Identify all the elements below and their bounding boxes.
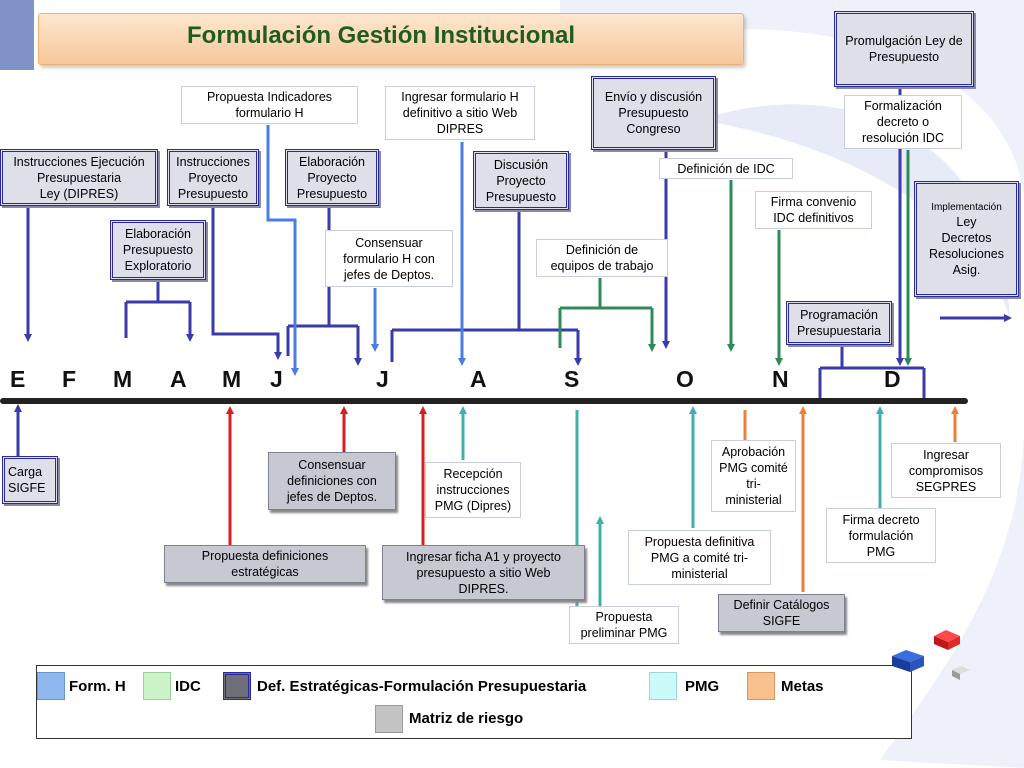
box-definir-catalogos: Definir Catálogos SIGFE xyxy=(718,594,845,632)
box-ingresar-ficha: Ingresar ficha A1 y proyecto presupuesto… xyxy=(382,545,585,600)
month-10: O xyxy=(676,366,694,392)
box-recepcion: Recepción instrucciones PMG (Dipres) xyxy=(425,462,521,518)
month-6: J xyxy=(270,366,283,392)
month-7: J xyxy=(376,366,389,392)
decorative-gems xyxy=(892,630,970,680)
box-firma-decreto: Firma decreto formulación PMG xyxy=(826,508,936,563)
box-discusion-proyecto: Discusión Proyecto Presupuesto xyxy=(473,151,569,210)
box-ingresar-compromisos: Ingresar compromisos SEGPRES xyxy=(891,443,1001,498)
timeline-axis xyxy=(0,398,968,404)
box-propuesta-indicadores: Propuesta Indicadores formulario H xyxy=(181,86,358,124)
box-ingresar-formulario: Ingresar formulario H definitivo a sitio… xyxy=(385,86,535,140)
legend-swatch-pmg xyxy=(649,672,677,700)
box-instrucciones-proyecto: Instrucciones Proyecto Presupuesto xyxy=(167,149,259,206)
arrow-instrucciones-proyecto xyxy=(211,206,282,360)
box-aprobacion: Aprobación PMG comité tri- ministerial xyxy=(711,440,796,512)
legend-label-matriz: Matriz de riesgo xyxy=(409,710,524,727)
arrow-definicion-equipos xyxy=(558,278,652,348)
box-propuesta-estrategicas: Propuesta definiciones estratégicas xyxy=(164,545,366,583)
box-firma-convenio: Firma convenio IDC definitivos xyxy=(755,191,872,229)
box-consensuar-definiciones: Consensuar definiciones con jefes de Dep… xyxy=(268,452,396,510)
box-propuesta-preliminar: Propuesta preliminar PMG xyxy=(569,606,679,644)
month-8: A xyxy=(470,366,487,392)
box-formalizacion: Formalización decreto o resolución IDC xyxy=(844,95,962,149)
month-4: A xyxy=(170,366,187,392)
month-1: E xyxy=(10,366,26,392)
month-3: M xyxy=(113,366,133,392)
legend-label-metas: Metas xyxy=(781,678,824,695)
implementacion-label: Ley Decretos Resoluciones Asig. xyxy=(928,214,1005,277)
legend-swatch-matriz xyxy=(375,705,403,733)
box-carga-sigfe: Carga SIGFE xyxy=(2,456,58,504)
box-envio-discusion: Envío y discusión Presupuesto Congreso xyxy=(591,76,716,150)
legend-label-pmg: PMG xyxy=(685,678,720,695)
box-elaboracion-exploratorio: Elaboración Presupuesto Exploratorio xyxy=(110,220,206,280)
implementacion-small-label: Implementación xyxy=(931,201,1002,213)
title-banner: Formulación Gestión Institucional xyxy=(38,13,744,65)
arrow-aprobacion xyxy=(743,410,803,592)
box-consensuar-formulario: Consensuar formulario H con jefes de Dep… xyxy=(325,230,453,287)
left-accent-bar xyxy=(0,0,34,70)
box-promulgacion: Promulgación Ley de Presupuesto xyxy=(834,11,974,87)
legend-label-form-h: Form. H xyxy=(69,678,126,695)
legend-swatch-metas xyxy=(747,672,775,700)
month-5: M xyxy=(222,366,242,392)
month-2: F xyxy=(62,366,77,392)
page-title: Formulación Gestión Institucional xyxy=(187,22,576,49)
legend: Form. H IDC Def. Estratégicas-Formulació… xyxy=(36,665,912,739)
box-programacion: Programación Presupuestaria xyxy=(786,301,892,345)
legend-swatch-idc xyxy=(143,672,171,700)
arrow-discusion xyxy=(390,210,578,362)
arrow-exploratorio xyxy=(124,280,190,338)
legend-swatch-def-estrategicas xyxy=(223,672,251,700)
arrow-programacion xyxy=(818,345,926,398)
month-11: N xyxy=(772,366,789,392)
box-definicion-idc: Definición de IDC xyxy=(659,158,793,179)
box-implementacion: Implementación Ley Decretos Resoluciones… xyxy=(914,181,1019,297)
legend-swatch-form-h xyxy=(37,672,65,700)
box-definicion-equipos: Definición de equipos de trabajo xyxy=(536,239,668,277)
legend-label-idc: IDC xyxy=(175,678,201,695)
month-9: S xyxy=(564,366,580,392)
box-propuesta-definitiva: Propuesta definitiva PMG a comité tri- m… xyxy=(628,530,771,585)
arrow-propuesta-indicadores xyxy=(266,125,299,376)
box-elaboracion-proyecto: Elaboración Proyecto Presupuesto xyxy=(285,149,379,206)
month-12: D xyxy=(884,366,901,392)
box-instrucciones-ejecucion: Instrucciones Ejecución Presupuestaria L… xyxy=(0,149,158,206)
legend-label-def-estrategicas: Def. Estratégicas-Formulación Presupuest… xyxy=(257,678,587,695)
